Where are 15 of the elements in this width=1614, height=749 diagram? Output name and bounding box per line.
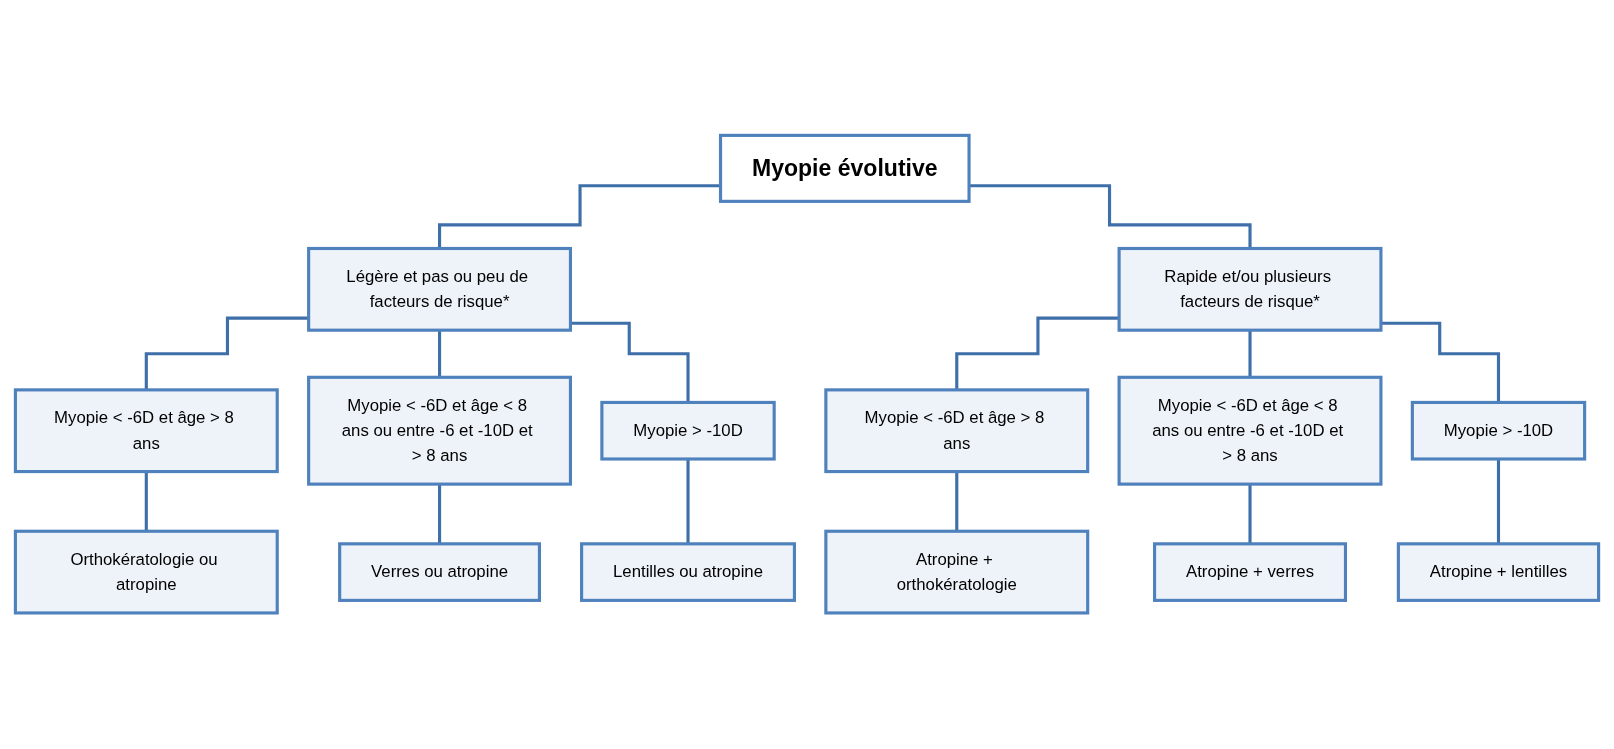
- node-box: Rapide et/ou plusieurs facteurs de risque*: [1117, 247, 1383, 333]
- node-box: Myopie < -6D et âge > 8 ans: [824, 388, 1090, 474]
- node-box: Myopie < -6D et âge < 8 ans ou entre -6 et -10D et > 8 ans: [307, 376, 573, 487]
- node-box: Myopie < -6D et âge > 8 ans: [13, 388, 279, 474]
- node-box: Atropine + lentilles: [1396, 542, 1601, 603]
- node-box: Atropine + orthokératologie: [824, 530, 1090, 615]
- node-box: Myopie > -10D: [1410, 401, 1587, 461]
- node-box: Verres ou atropine: [338, 542, 541, 603]
- node-box: Atropine + verres: [1153, 542, 1348, 603]
- node-box: Myopie évolutive: [718, 134, 971, 204]
- node-box: Lentilles ou atropine: [580, 542, 796, 603]
- node-box: Myopie > -10D: [600, 401, 776, 461]
- node-box: Légère et pas ou peu de facteurs de risque*: [307, 247, 573, 333]
- node-box: Myopie < -6D et âge < 8 ans ou entre -6 et -10D et > 8 ans: [1117, 376, 1383, 487]
- node-box: Orthokératologie ou atropine: [13, 530, 279, 615]
